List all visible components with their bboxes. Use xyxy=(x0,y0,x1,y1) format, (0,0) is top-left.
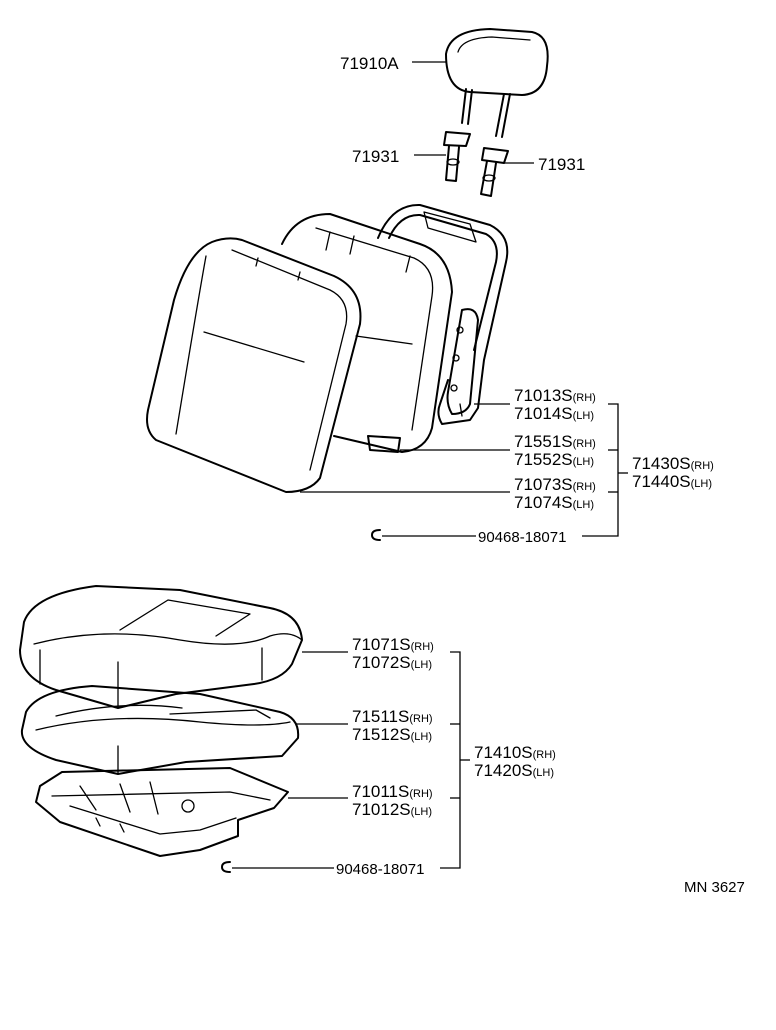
hog-ring-back-icon xyxy=(371,529,381,541)
label-headrest: 71910A xyxy=(340,54,399,73)
cushion-pad-drawing xyxy=(20,685,300,775)
headrest-support-left-drawing xyxy=(443,131,471,182)
label-support-left: 71931 xyxy=(352,147,399,166)
diagram-id: MN 3627 xyxy=(684,879,745,896)
label-cushion-assy-lh: 71420S(LH) xyxy=(474,761,554,780)
headrest-support-right-drawing xyxy=(480,147,509,197)
label-back-assy-rh: 71430S(RH) xyxy=(632,454,714,473)
label-back-hog-ring: 90468-18071 xyxy=(478,529,566,546)
hog-ring-cushion-icon xyxy=(221,861,231,873)
seatback-pad-drawing xyxy=(281,213,453,453)
label-cushion-hog-ring: 90468-18071 xyxy=(336,861,424,878)
cushion-cover-drawing xyxy=(19,585,303,709)
label-cushion-frame-rh: 71011S(RH) xyxy=(352,782,433,801)
seatback-cover-drawing xyxy=(146,237,362,493)
label-back-pad-lh: 71552S(LH) xyxy=(514,450,594,469)
label-cushion-assy-rh: 71410S(RH) xyxy=(474,743,556,762)
label-back-cover-lh: 71074S(LH) xyxy=(514,493,594,512)
label-cushion-pad-lh: 71512S(LH) xyxy=(352,725,432,744)
label-back-pad-rh: 71551S(RH) xyxy=(514,432,596,451)
label-back-frame-rh: 71013S(RH) xyxy=(514,386,596,405)
seatback-frame-drawing xyxy=(377,203,509,425)
label-back-cover-rh: 71073S(RH) xyxy=(514,475,596,494)
label-back-frame-lh: 71014S(LH) xyxy=(514,404,594,423)
label-cushion-cover-lh: 71072S(LH) xyxy=(352,653,432,672)
label-cushion-pad-rh: 71511S(RH) xyxy=(352,707,433,726)
label-cushion-frame-lh: 71012S(LH) xyxy=(352,800,432,819)
label-cushion-cover-rh: 71071S(RH) xyxy=(352,635,434,654)
label-back-assy-lh: 71440S(LH) xyxy=(632,472,712,491)
label-support-right: 71931 xyxy=(538,155,585,174)
cushion-frame-drawing xyxy=(35,767,289,857)
leader-lines xyxy=(232,61,628,869)
headrest-drawing xyxy=(445,28,549,138)
